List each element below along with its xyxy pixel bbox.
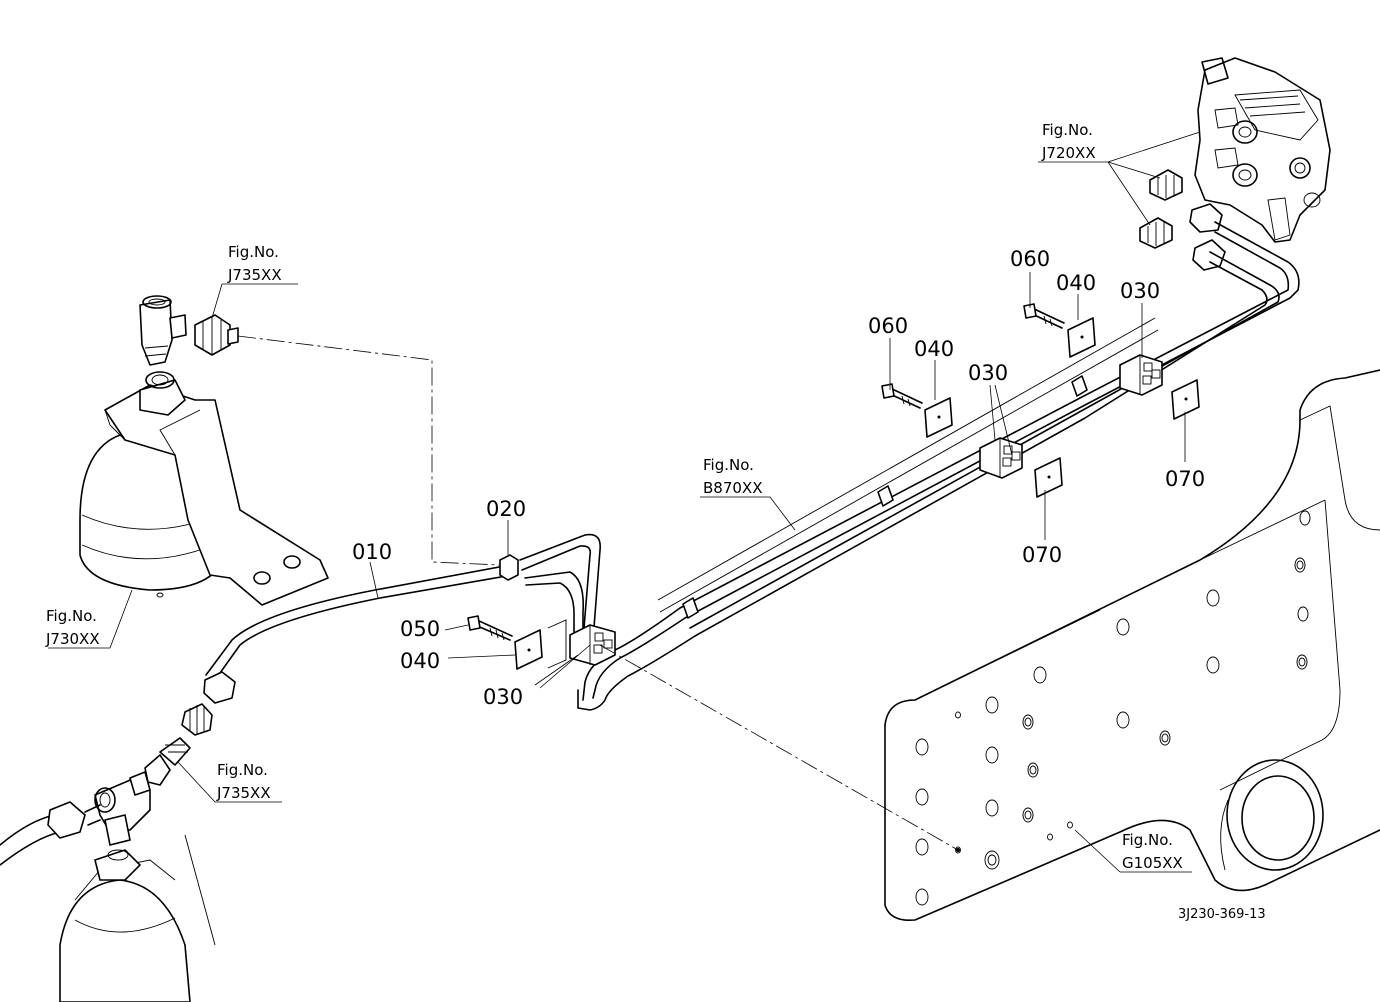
clamp-030-middle [979,437,1023,479]
plate-070-upper [1171,379,1200,420]
accumulator-bottom [59,849,191,1002]
label-020: 020 [486,497,526,521]
hose-fittings-bottom [181,671,236,736]
elbow-fitting-bottom [144,737,191,786]
clamp-030-upper [1119,354,1163,396]
label-040-upper: 040 [1056,271,1096,295]
label-070-middle: 070 [1022,543,1062,567]
plate-040-middle [924,397,953,438]
plate-holes [915,510,1311,906]
label-040-lower: 040 [400,649,440,673]
figref-j730: Fig.No. J730XX [45,607,100,648]
rail-clips [682,375,1088,619]
label-060-upper: 060 [1010,247,1050,271]
accumulator-top [79,371,329,606]
drawing-code: 3J230-369-13 [1178,907,1266,922]
part-labels: 010 020 030 030 030 040 040 040 050 060 … [352,247,1205,709]
label-030-middle: 030 [968,361,1008,385]
clamp-030-lower [569,624,616,666]
plate-040-upper [1067,317,1096,358]
figure-references: Fig.No. J720XX Fig.No. J735XX Fig.No. J7… [45,121,1183,872]
figref-b870-prefix: Fig.No. [703,456,754,474]
plate-040-lower [514,629,543,670]
part-020-block [499,554,519,581]
label-030-upper: 030 [1120,279,1160,303]
figref-b870-code: B870XX [703,479,762,497]
tee-fitting-top [139,295,187,366]
figref-j730-prefix: Fig.No. [46,607,97,625]
tee-fitting-bottom [94,771,151,846]
figref-j735-top: Fig.No. J735XX [227,243,282,284]
plate-040-lower-edge [547,619,567,669]
label-060-middle: 060 [868,314,908,338]
plate-070-middle [1034,457,1063,498]
figref-j735-bottom-code: J735XX [216,784,271,802]
figref-g105-code: G105XX [1122,854,1183,872]
label-050: 050 [400,617,440,641]
figref-b870: Fig.No. B870XX [703,456,762,497]
label-030-lower: 030 [483,685,523,709]
figref-j720-prefix: Fig.No. [1042,121,1093,139]
bolt-050 [467,615,513,641]
figref-j730-code: J730XX [45,630,100,648]
label-010: 010 [352,540,392,564]
valve-fittings [1139,169,1226,271]
pipe-lines [205,221,1300,711]
label-040-middle: 040 [914,337,954,361]
bolt-060-upper [1023,303,1065,329]
leader-lines [48,131,1201,946]
valve-block [1194,57,1331,243]
figref-g105-prefix: Fig.No. [1122,831,1173,849]
figref-j735-bottom: Fig.No. J735XX [216,761,271,802]
figref-j735-top-prefix: Fig.No. [228,243,279,261]
label-070-upper: 070 [1165,467,1205,491]
hose-bottom-left [0,801,101,866]
adapter-fitting-top [194,314,239,356]
frame-plate [884,369,1380,922]
figref-j735-top-code: J735XX [227,266,282,284]
figref-j720-code: J720XX [1041,144,1096,162]
figref-j720: Fig.No. J720XX [1038,121,1108,163]
figref-j735-bottom-prefix: Fig.No. [217,761,268,779]
bolt-060-middle [881,383,923,409]
figref-g105: Fig.No. G105XX [1122,831,1183,872]
